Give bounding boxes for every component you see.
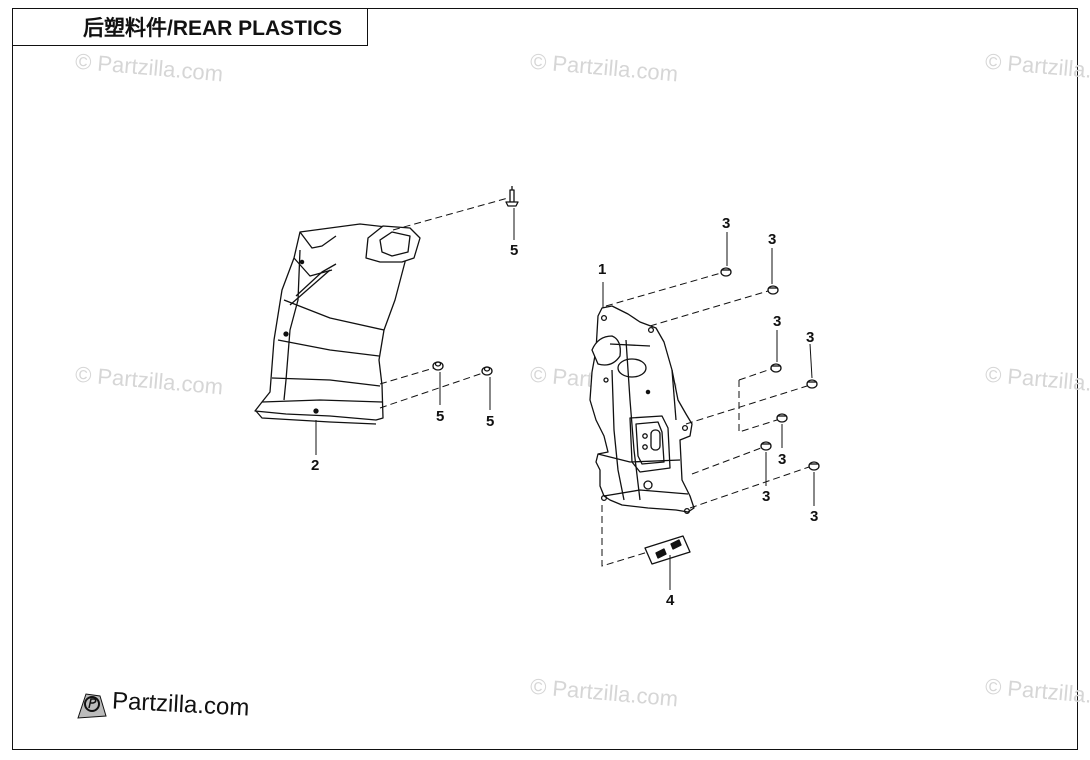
callout-3: 3 xyxy=(768,231,776,248)
part-5-clip-middle[interactable] xyxy=(432,361,444,371)
part-3-screw[interactable] xyxy=(770,363,782,373)
callout-3: 3 xyxy=(810,508,818,525)
part-3-screw[interactable] xyxy=(808,461,820,471)
diagram-title: 后塑料件/REAR PLASTICS xyxy=(12,8,368,46)
callout-3: 3 xyxy=(773,313,781,330)
part-3-screw[interactable] xyxy=(806,379,818,389)
part-5-clip-right[interactable] xyxy=(481,366,493,376)
assembly-lines xyxy=(379,197,810,567)
part-1-inner-panel[interactable] xyxy=(589,305,695,515)
partzilla-logo: Partzilla.com xyxy=(76,687,251,722)
callout-5: 5 xyxy=(436,408,444,425)
partzilla-logo-text: Partzilla.com xyxy=(111,687,251,722)
part-3-screw[interactable] xyxy=(760,441,772,451)
callout-3: 3 xyxy=(722,215,730,232)
leader-lines xyxy=(315,208,815,590)
callout-3: 3 xyxy=(762,488,770,505)
part-3-screw[interactable] xyxy=(776,413,788,423)
partzilla-logo-icon xyxy=(77,693,107,719)
callout-5: 5 xyxy=(486,413,494,430)
callout-3: 3 xyxy=(806,329,814,346)
callout-2: 2 xyxy=(311,457,319,474)
callout-1: 1 xyxy=(598,261,606,278)
callout-5: 5 xyxy=(510,242,518,259)
callout-4: 4 xyxy=(666,592,675,609)
part-3-screw[interactable] xyxy=(767,285,779,295)
callout-3: 3 xyxy=(778,451,786,468)
diagram-frame xyxy=(12,8,1078,750)
title-text: 后塑料件/REAR PLASTICS xyxy=(83,17,343,40)
part-4-fastener-pair[interactable] xyxy=(644,535,691,565)
part-2-fender-panel[interactable] xyxy=(254,223,421,425)
part-5-clip-top[interactable] xyxy=(505,186,519,207)
part-3-screw[interactable] xyxy=(720,267,732,277)
